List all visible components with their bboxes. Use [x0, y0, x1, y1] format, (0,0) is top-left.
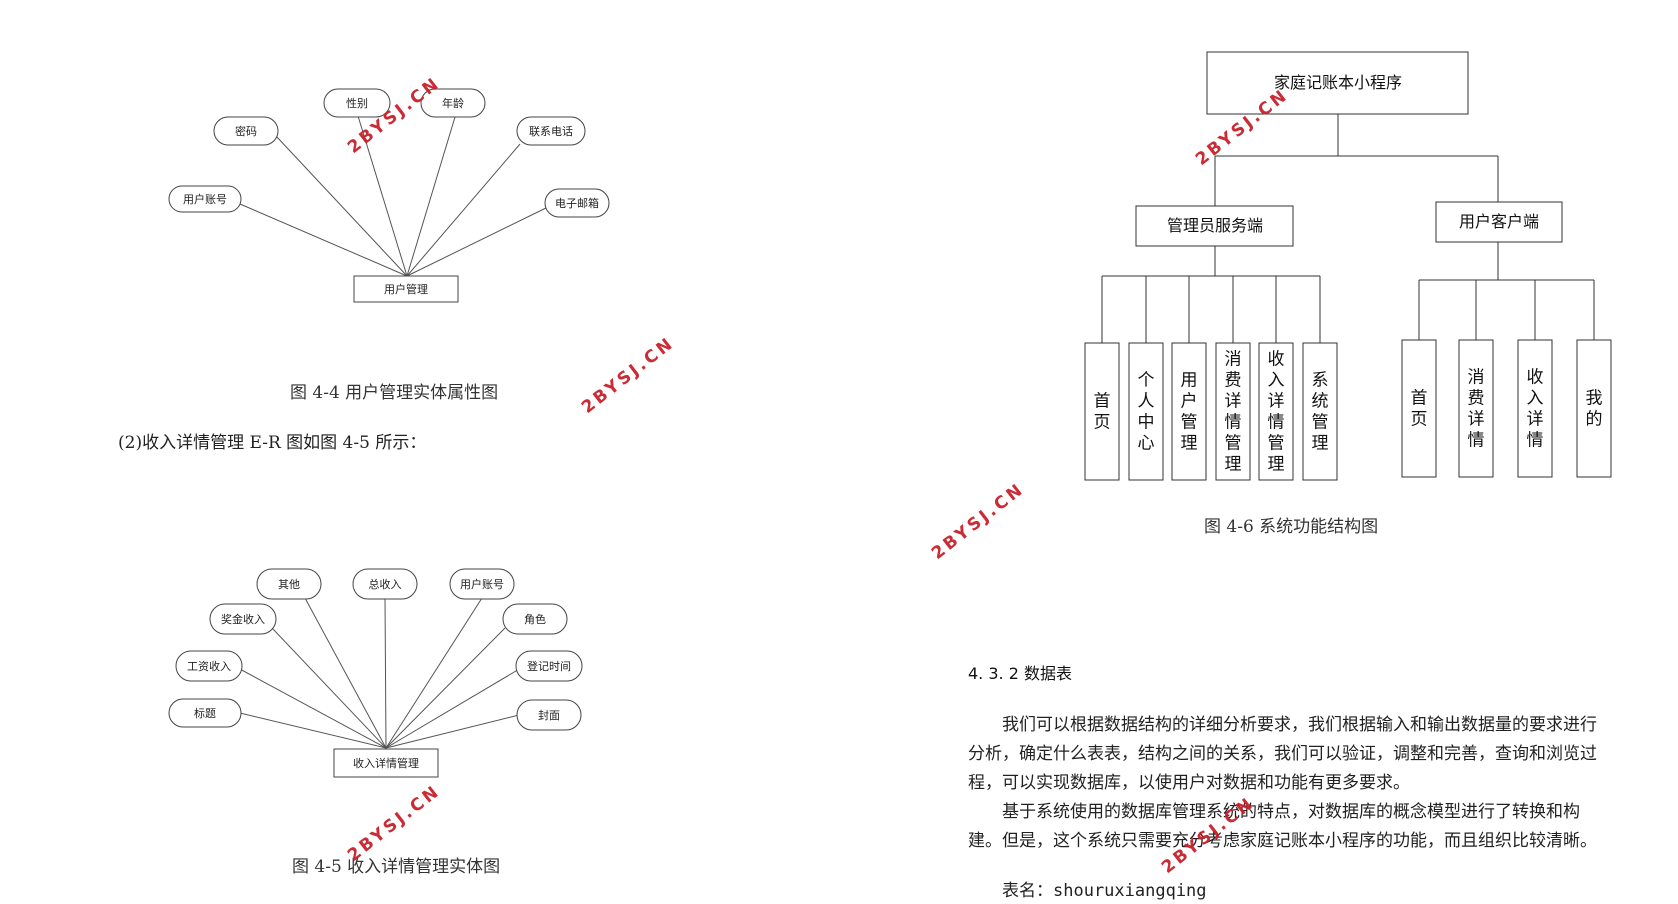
er1-attr-label: 用户账号 — [183, 192, 227, 206]
er2-attr-oval — [502, 603, 568, 635]
er1-attr-label: 年龄 — [442, 96, 464, 110]
tree-client-child-label: 首页 — [1411, 389, 1428, 429]
p1-line: 分析，确定什么表表，结构之间的关系，我们可以验证，调整和完善，查询和浏览过 — [968, 744, 1597, 764]
er2-attr-oval — [516, 699, 582, 731]
tree-client-child-label: 我的 — [1586, 389, 1603, 429]
tree-admin-child-box — [1128, 342, 1164, 481]
er1-connectors — [239, 115, 549, 277]
table-name-value: shouruxiangqing — [1053, 881, 1207, 901]
p2-line: 基于系统使用的数据库管理系统的特点，对数据库的概念模型进行了转换和构 — [1002, 802, 1580, 822]
er1-attr-oval — [168, 185, 242, 213]
er1-caption: 图 4-4 用户管理实体属性图 — [290, 383, 499, 403]
er2-intro: (2)收入详情管理 E-R 图如图 4-5 所示： — [118, 433, 427, 453]
er2-attr-oval — [168, 698, 242, 728]
tree-caption: 图 4-6 系统功能结构图 — [1204, 517, 1379, 537]
er1-attr-oval — [544, 188, 610, 218]
er2-attr-label: 登记时间 — [527, 659, 571, 673]
er1-attr-oval — [516, 116, 586, 146]
tree-labels: 家庭记账本小程序 管理员服务端 用户客户端 — [1167, 74, 1539, 235]
er2-attr-oval — [209, 603, 277, 635]
er1-attr-oval — [420, 88, 486, 118]
er2-attr-oval — [256, 568, 322, 600]
p2-line: 建。但是，这个系统只需要充分考虑家庭记账本小程序的功能，而且组织比较清晰。 — [968, 831, 1597, 851]
er1-attr-label: 联系电话 — [529, 125, 573, 138]
er2-attr-label: 奖金收入 — [221, 612, 265, 626]
er2-connectors — [237, 597, 522, 749]
er2-attr-label: 封面 — [538, 708, 560, 722]
er2-attr-label: 其他 — [278, 578, 300, 591]
tree-admin-child-label: 个人中心 — [1138, 371, 1155, 453]
er2-attr-oval — [515, 650, 583, 682]
er2-labels: 其他 总收入 用户账号 奖金收入 角色 工资收入 登记时间 标题 封面 收入详情… — [187, 577, 571, 770]
er1-entity-label: 用户管理 — [384, 282, 428, 296]
tree-client-label: 用户客户端 — [1459, 213, 1539, 231]
er1-attr-label: 密码 — [235, 124, 257, 138]
tree-admin-child-label: 首页 — [1094, 392, 1111, 432]
er1-entity-box — [353, 275, 459, 303]
er1-labels: 密码 性别 年龄 联系电话 用户账号 电子邮箱 用户管理 — [183, 96, 599, 296]
er2-caption: 图 4-5 收入详情管理实体图 — [292, 857, 501, 877]
er1-attr-oval — [323, 88, 391, 118]
section-heading: 4. 3. 2 数据表 — [968, 664, 1072, 683]
p1-line: 我们可以根据数据结构的详细分析要求，我们根据输入和输出数据量的要求进行 — [1002, 715, 1597, 735]
er2-attr-oval — [449, 568, 515, 600]
er2-attr-label: 用户账号 — [460, 577, 504, 591]
tree-admin-child-box — [1171, 342, 1207, 481]
table-name-label: 表名： — [1002, 881, 1053, 901]
tree-root-box — [1206, 51, 1469, 115]
er2-attr-oval — [175, 650, 243, 682]
er1-attr-oval — [213, 116, 279, 146]
tree-admin-child-box — [1084, 342, 1120, 481]
er2-attr-label: 工资收入 — [187, 659, 231, 673]
tree-admin-child-box — [1302, 342, 1338, 481]
tree-admin-child-label: 用户管理 — [1181, 371, 1198, 453]
tree-vertical-labels: 首页 个人中心 用户管理 消费详情管理 收入详情管理 系统管理 首页 消费详情 收入详情 我的 — [1094, 350, 1603, 474]
er2-entity-box — [333, 748, 439, 778]
er2-attr-oval — [352, 568, 418, 600]
p1-line: 程，可以实现数据库，以使用户对数据和功能有更多要求。 — [968, 773, 1410, 793]
tree-client-child-box — [1458, 339, 1494, 478]
table-name-row: 表名：shouruxiangqing — [1002, 876, 1207, 901]
tree-boxes — [1084, 51, 1612, 481]
tree-admin-child-label: 收入详情管理 — [1268, 350, 1285, 474]
tree-client-child-label: 消费详情 — [1468, 368, 1485, 450]
tree-admin-child-label: 消费详情管理 — [1225, 350, 1242, 474]
er1-attr-label: 性别 — [346, 96, 368, 110]
er2-attr-label: 标题 — [194, 706, 216, 720]
er2-entity-label: 收入详情管理 — [353, 756, 419, 770]
er2-ovals — [168, 568, 583, 731]
tree-admin-child-box — [1215, 342, 1251, 481]
tree-client-box — [1435, 201, 1563, 243]
tree-client-child-box — [1517, 339, 1553, 478]
er2-attr-label: 角色 — [524, 612, 546, 626]
tree-root-label: 家庭记账本小程序 — [1274, 74, 1402, 92]
er1-attr-label: 电子邮箱 — [555, 196, 599, 210]
tree-admin-child-label: 系统管理 — [1312, 371, 1329, 453]
er2-attr-label: 总收入 — [369, 577, 402, 591]
tree-client-child-label: 收入详情 — [1527, 368, 1544, 450]
tree-admin-child-box — [1258, 342, 1294, 481]
tree-client-child-box — [1576, 339, 1612, 478]
tree-connectors — [1101, 114, 1595, 343]
tree-admin-label: 管理员服务端 — [1167, 217, 1263, 235]
tree-admin-box — [1135, 205, 1294, 247]
tree-client-child-box — [1401, 339, 1437, 478]
er1-ovals — [168, 88, 610, 218]
